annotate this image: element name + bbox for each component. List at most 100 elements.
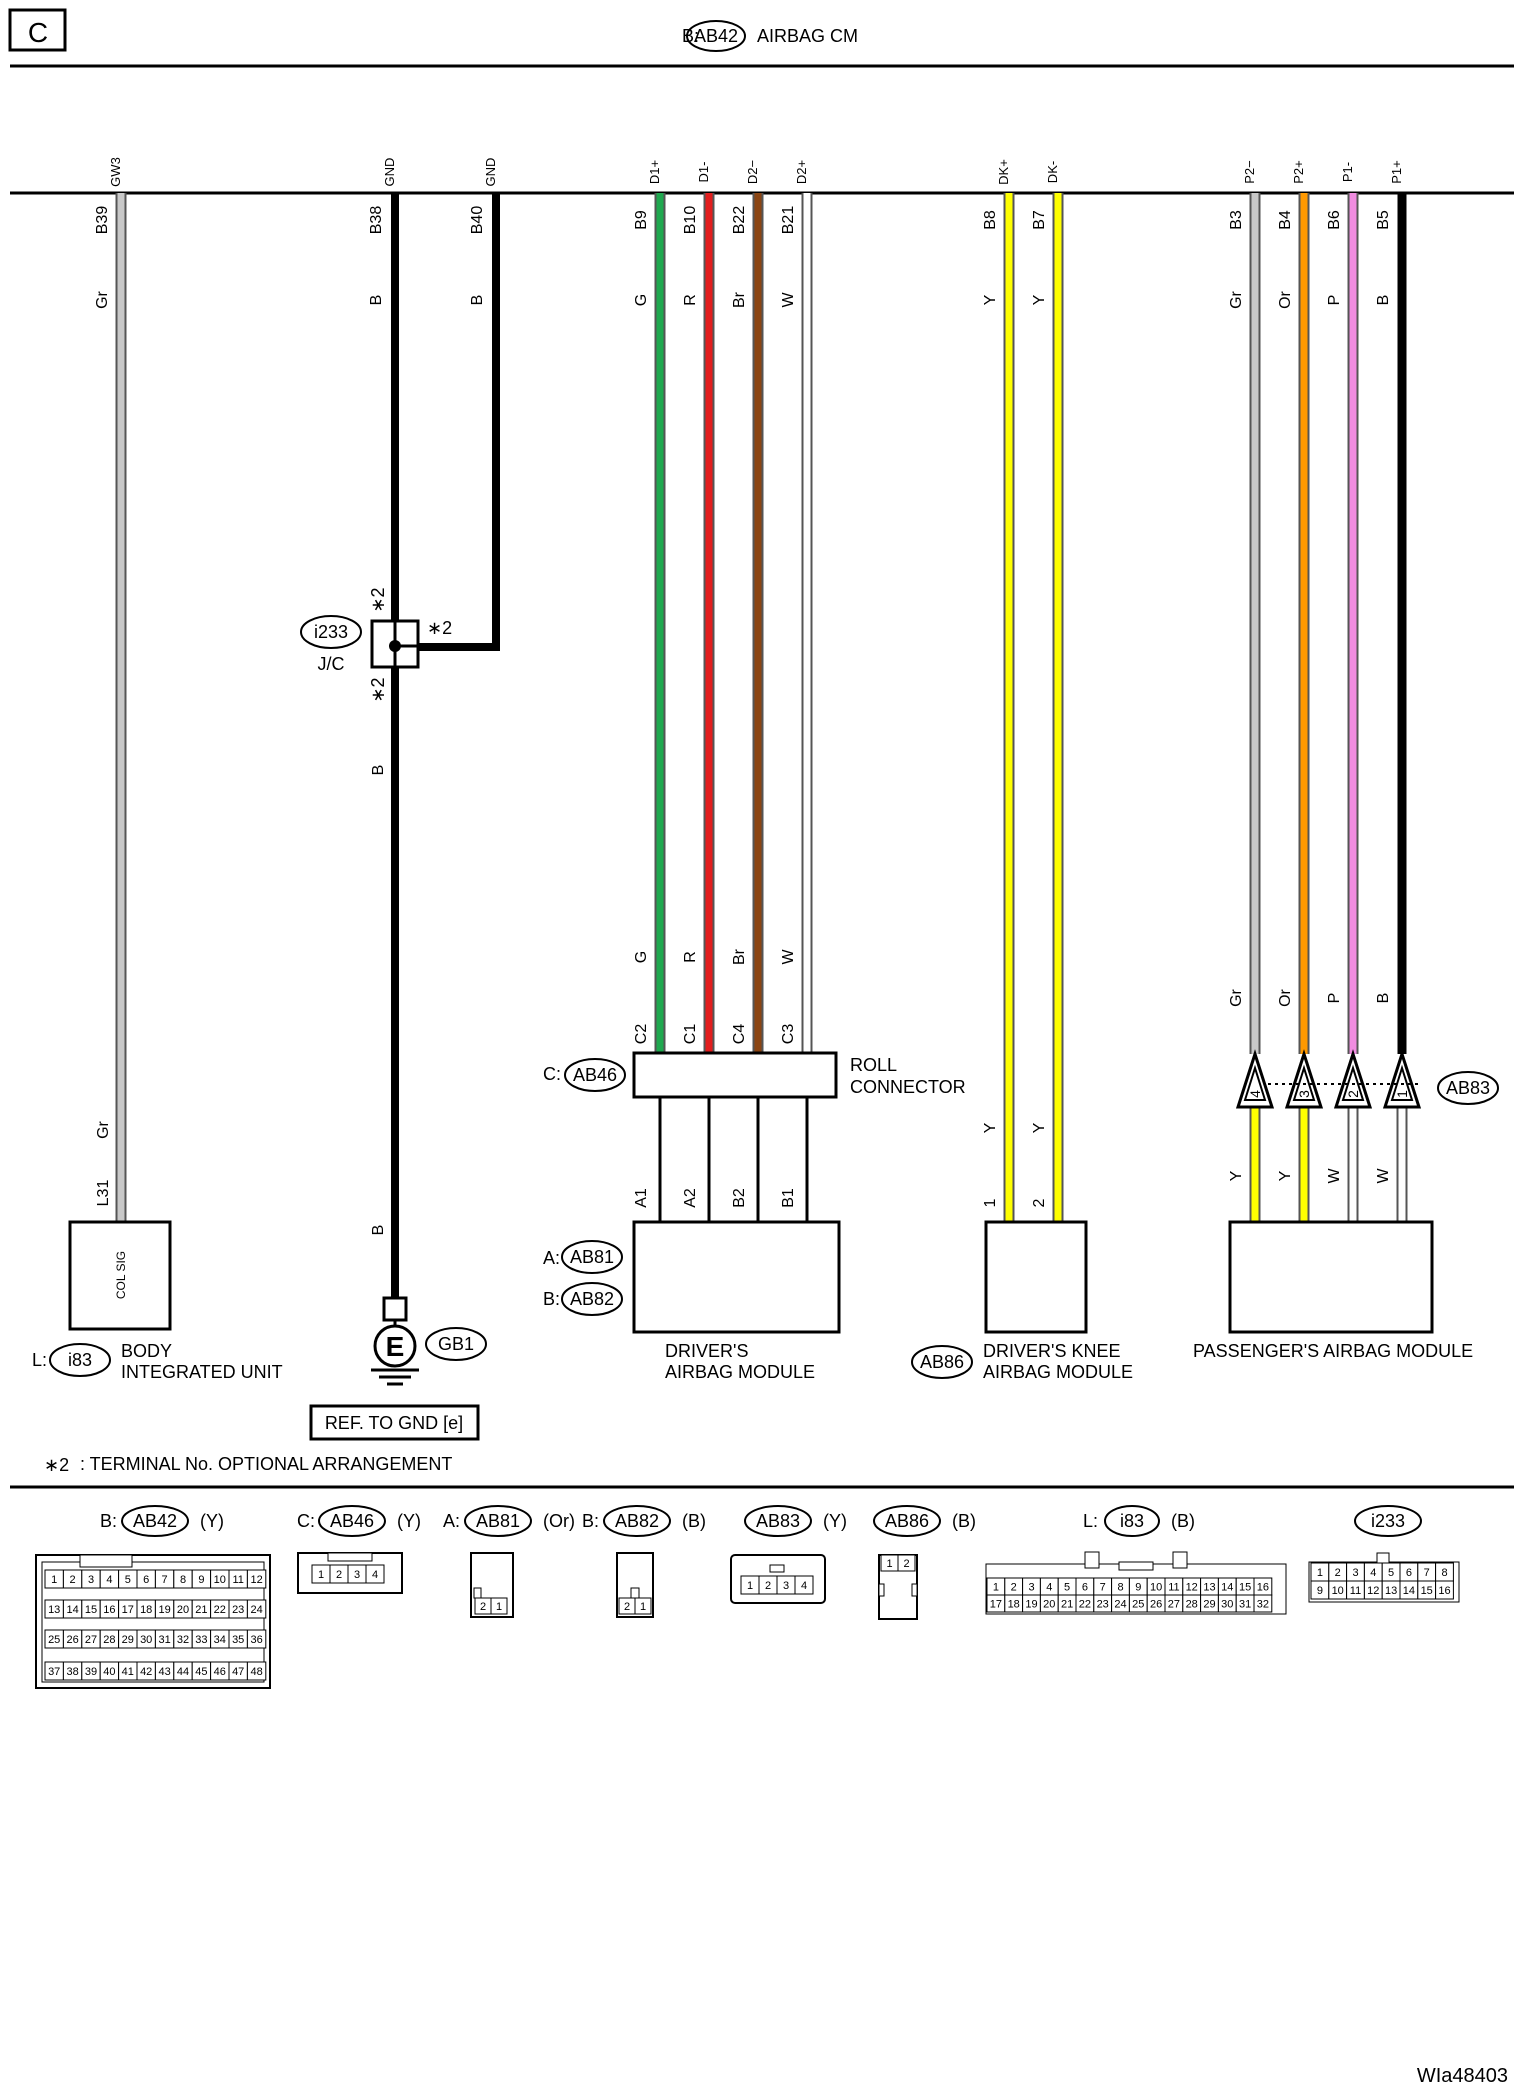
connector-view-i83: L:i83(B) [1083,1505,1195,1537]
connector-view-color: (Y) [397,1511,421,1531]
body-unit-connector: i83 [68,1350,92,1370]
pin-number: 28 [103,1634,115,1646]
knee-term-1: 1 [982,1198,999,1207]
pin-number: 17 [990,1599,1002,1611]
pin-function-8: DK+ [996,159,1011,185]
pin-terminal-11: B4 [1277,210,1294,230]
pin-cell [365,1564,385,1584]
pin-number: 2 [765,1580,771,1592]
pin-number: 2 [1011,1582,1017,1594]
body-unit-label-2: INTEGRATED UNIT [121,1362,283,1382]
pin-number: 10 [1332,1585,1344,1597]
latch-3 [1172,1551,1188,1569]
passenger-color-low-2: Y [1277,1170,1294,1181]
pin-function-6: D2− [745,160,760,184]
pin-number: 13 [1385,1585,1397,1597]
pin-number: 6 [1406,1567,1412,1579]
pin-cell [794,1575,814,1595]
passenger-arrow-inner-1 [1243,1064,1267,1101]
connector-view-color: (B) [682,1511,706,1531]
header-title: AIRBAG CM [757,26,858,46]
connector-view-oval [1104,1505,1160,1537]
passenger-connector: AB83 [1446,1078,1490,1098]
roll-out-term-2: A2 [682,1188,699,1208]
ref-label: REF. TO GND [e] [325,1413,463,1433]
connector-view-ab83: AB83(Y) [744,1505,847,1537]
jc-label: J/C [318,654,345,674]
pin-number: 29 [122,1634,134,1646]
ground-color-low: B [370,1225,387,1236]
pin-terminal-12: B6 [1326,210,1343,230]
pin-number: 2 [903,1558,909,1570]
note: ∗2 : TERMINAL No. OPTIONAL ARRANGEMENT [10,1454,1514,1489]
pin-number: 25 [48,1634,60,1646]
connector-view-oval [318,1505,386,1537]
pin-number: 18 [1008,1599,1020,1611]
pin-number: 36 [250,1634,262,1646]
pin-cell [246,1569,267,1589]
connector-view-name: AB83 [756,1511,800,1531]
knee-term-2: 2 [1031,1198,1048,1207]
pin-cell [246,1629,267,1649]
pin-number: 2 [1335,1567,1341,1579]
header-connector: AB42 [694,26,738,46]
pin-color-12: P [1326,295,1343,306]
pin-number: 3 [88,1574,94,1586]
wires [115,193,1408,1222]
connector-view-prefix: B: [100,1511,117,1531]
pin-number: 11 [1168,1582,1179,1594]
connector-view-ab82: B:AB82(B) [582,1505,706,1537]
note-text: : TERMINAL No. OPTIONAL ARRANGEMENT [80,1454,452,1474]
pin-number: 7 [162,1574,168,1586]
connector-view-name: i233 [1371,1511,1405,1531]
pin-number: 26 [66,1634,78,1646]
connector-views: B:AB42(Y)C:AB46(Y)A:AB81(Or)B:AB82(B)AB8… [35,1505,1460,1689]
roll-connector-prefix: C: [543,1064,561,1084]
pin-number: 10 [214,1574,226,1586]
driver-label-1: DRIVER'S [665,1341,748,1361]
passenger-pin-2: 3 [1296,1090,1312,1098]
passenger-color-low-3: W [1326,1168,1343,1184]
pin-number: 20 [1043,1599,1055,1611]
ground-terminal [382,1296,408,1322]
ground-symbol-circle [373,1324,417,1368]
pin-number: 7 [1100,1582,1106,1594]
terminal-label: L31 [95,1180,112,1207]
pin-color-bot-7: W [780,949,797,965]
pin-number: 5 [1064,1582,1070,1594]
pin-number: 13 [48,1604,60,1616]
pin-number: 10 [1150,1582,1162,1594]
pin-number: 4 [106,1574,112,1586]
connector-view-color: (Y) [200,1511,224,1531]
connector-view-ab81: A:AB81(Or) [443,1505,575,1537]
pin-number: 4 [1370,1567,1376,1579]
passenger-module-box [1228,1220,1434,1334]
header-prefix: B: [682,26,699,46]
connector-view-name: AB46 [330,1511,374,1531]
latch [79,1554,133,1568]
passenger-pin-4: 1 [1394,1090,1410,1098]
knee-color-2: Y [1031,1122,1048,1133]
pin-number: 5 [125,1574,131,1586]
connector-view-color: (Or) [543,1511,575,1531]
body-unit-connector-oval [49,1343,111,1377]
pin-number: 2 [624,1601,630,1613]
pin-number: 12 [1186,1582,1198,1594]
pin-number: 35 [232,1634,244,1646]
pin-number: 22 [214,1604,226,1616]
pin-number: 32 [177,1634,189,1646]
pin-number: 32 [1257,1599,1269,1611]
pin-number: 13 [1203,1582,1215,1594]
pin-number: 18 [140,1604,152,1616]
pin-number: 1 [51,1574,57,1586]
pin-number: 42 [140,1666,152,1678]
knee-module-box [984,1220,1088,1334]
pin-number: 1 [496,1601,502,1613]
ground-section: i233 J/C ∗2 ∗2 ∗2 B B E GB1 REF. TO GND … [300,193,500,1441]
latch [473,1587,482,1599]
pin-number: 45 [195,1666,207,1678]
